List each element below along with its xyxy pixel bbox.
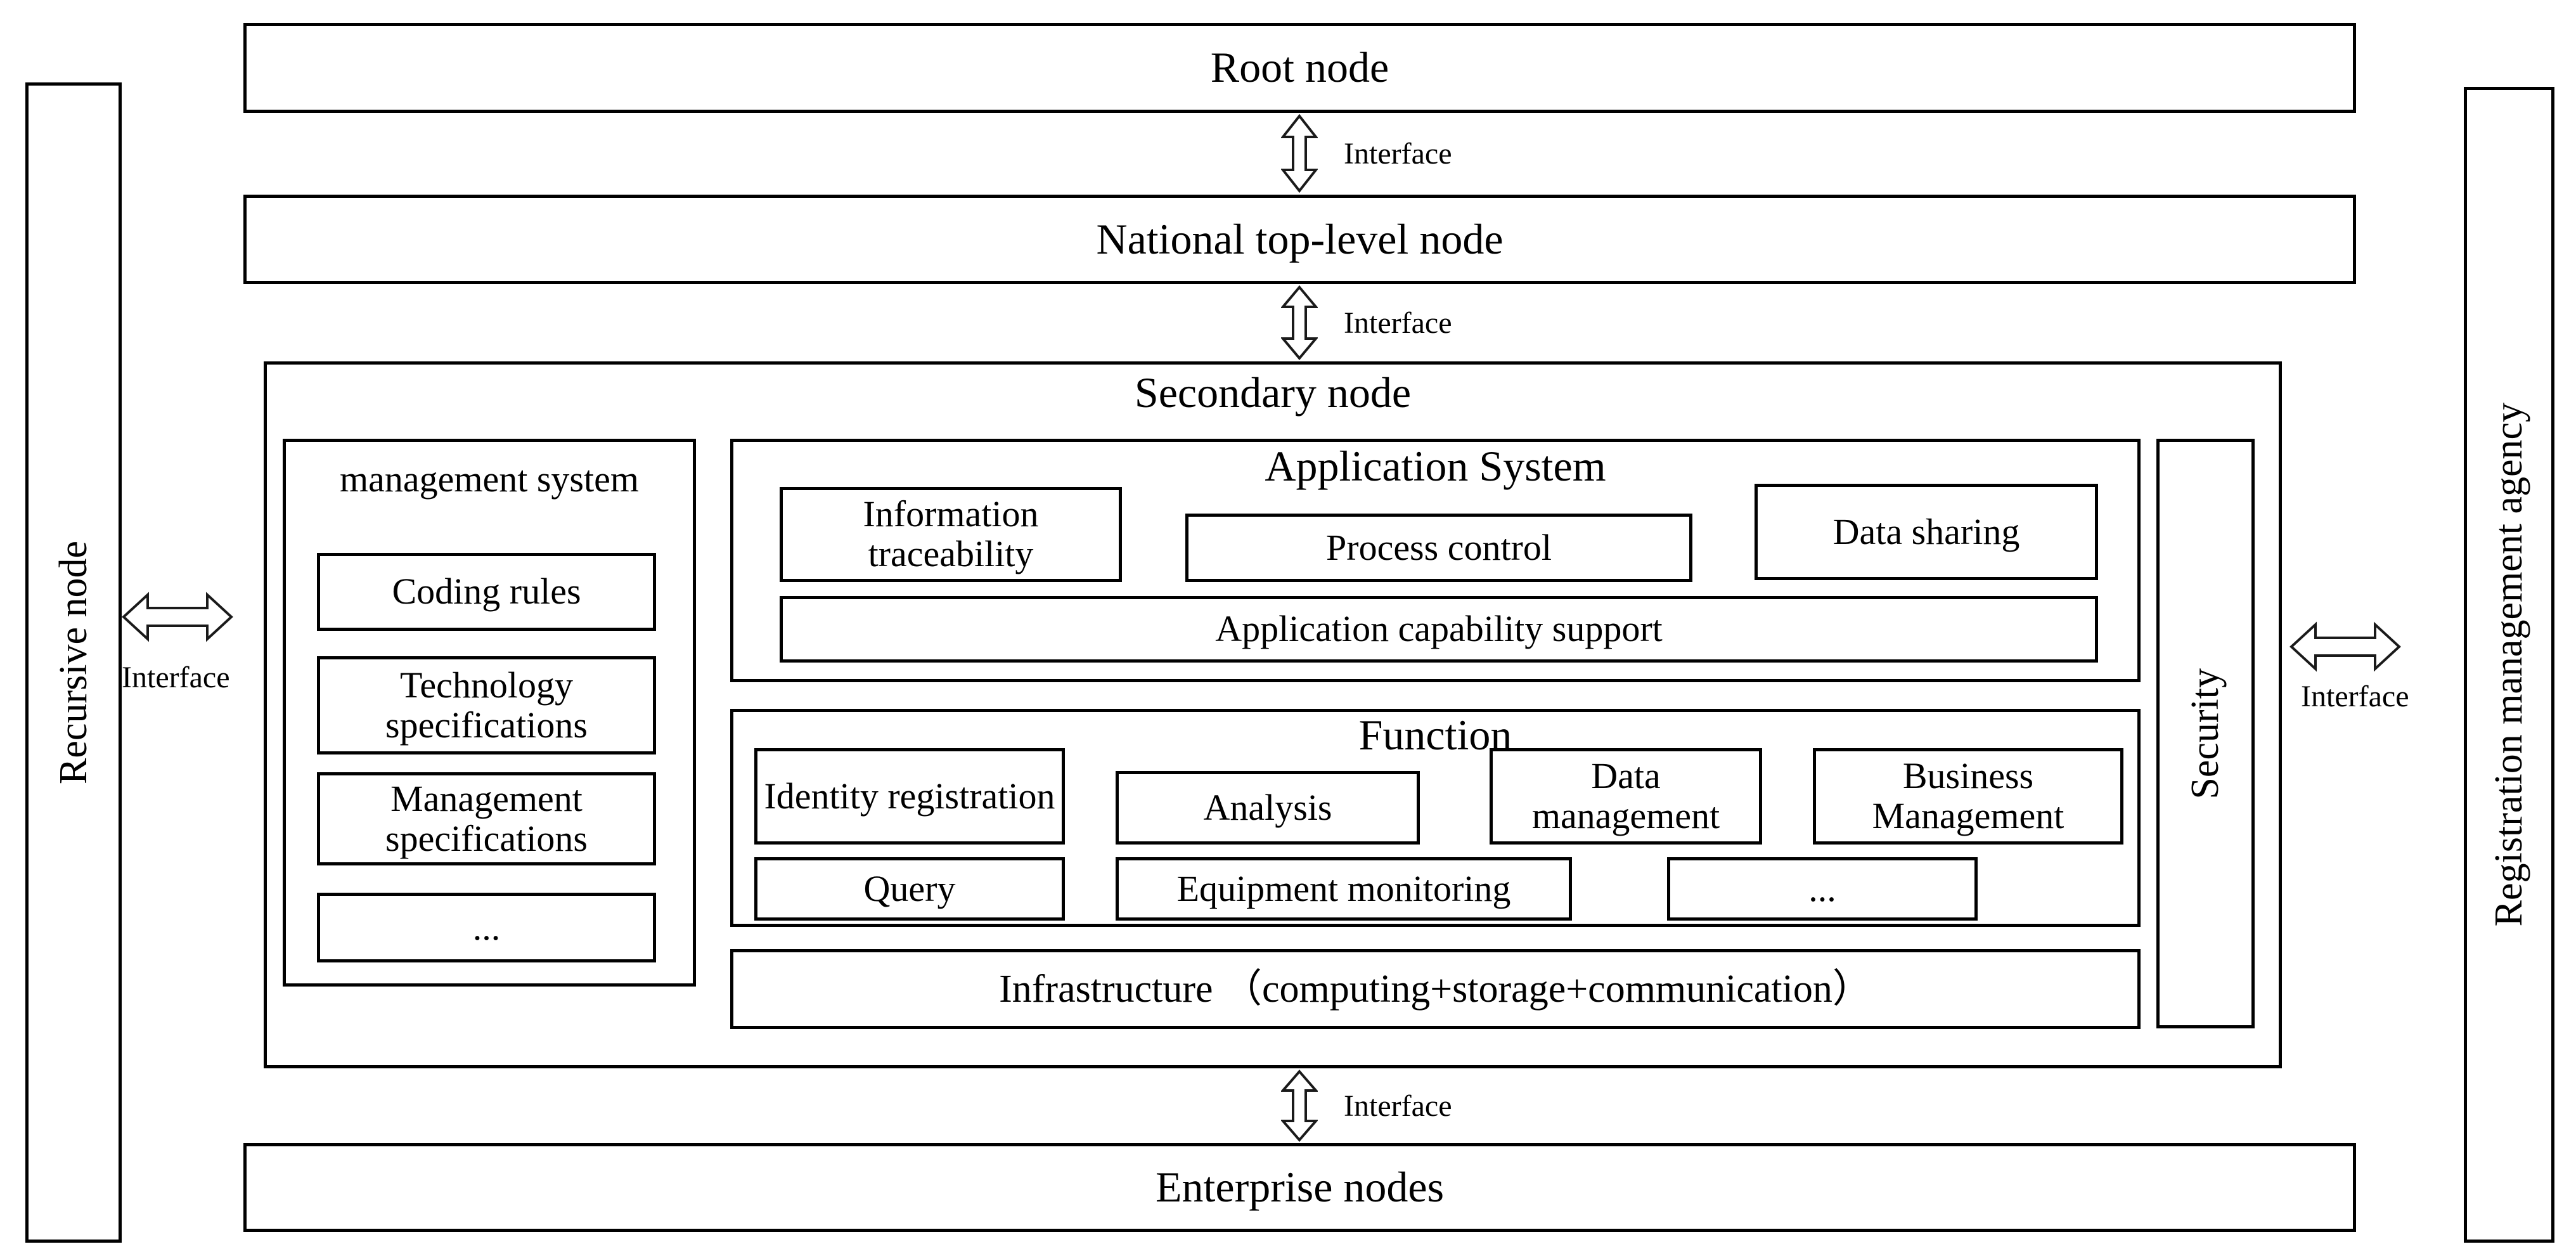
- function-title: Function: [1358, 711, 1512, 759]
- data-sharing-box: Data sharing: [1755, 484, 2098, 580]
- identity-registration-box: Identity registration: [754, 748, 1065, 845]
- interface-arrow-horizontal-left-icon: [122, 592, 233, 642]
- application-capability-support-box: Application capability support: [780, 596, 2098, 663]
- interface-label-middle: Interface: [1344, 306, 1452, 340]
- interface-arrow-vertical-middle-icon: [1281, 285, 1318, 360]
- interface-arrow-vertical-bottom-icon: [1281, 1070, 1318, 1142]
- technology-specifications-box: Technology specifications: [317, 656, 656, 754]
- interface-label-top: Interface: [1344, 136, 1452, 171]
- analysis-box: Analysis: [1116, 771, 1420, 845]
- infrastructure-box: Infrastructure （computing+storage+commun…: [730, 949, 2141, 1029]
- registration-management-agency-box: Registration management agency: [2464, 87, 2554, 1243]
- recursive-node-box: Recursive node: [25, 82, 122, 1243]
- enterprise-nodes-box: Enterprise nodes: [243, 1143, 2356, 1232]
- coding-rules-box: Coding rules: [317, 553, 656, 631]
- management-system-title: management system: [340, 458, 639, 500]
- interface-arrow-horizontal-right-icon: [2289, 621, 2401, 672]
- national-top-level-node-box: National top-level node: [243, 195, 2356, 284]
- recursive-node-label: Recursive node: [51, 541, 95, 784]
- secondary-node-title: Secondary node: [1134, 368, 1412, 417]
- interface-label-right: Interface: [2301, 679, 2409, 713]
- information-traceability-box: Information traceability: [780, 487, 1122, 582]
- management-specifications-box: Management specifications: [317, 772, 656, 865]
- security-label: Security: [2184, 668, 2227, 800]
- query-box: Query: [754, 857, 1065, 921]
- management-ellipsis-box: ...: [317, 893, 656, 962]
- registration-management-agency-label: Registration management agency: [2487, 403, 2530, 927]
- data-management-box: Data management: [1490, 748, 1762, 845]
- business-management-box: Business Management: [1813, 748, 2123, 845]
- interface-arrow-vertical-top-icon: [1281, 114, 1318, 193]
- equipment-monitoring-box: Equipment monitoring: [1116, 857, 1572, 921]
- security-box: Security: [2156, 439, 2255, 1028]
- process-control-box: Process control: [1185, 514, 1692, 582]
- interface-label-bottom: Interface: [1344, 1089, 1452, 1123]
- interface-label-left: Interface: [122, 660, 230, 694]
- root-node-box: Root node: [243, 23, 2356, 113]
- function-ellipsis-box: ...: [1667, 857, 1978, 921]
- application-system-title: Application System: [1265, 442, 1606, 490]
